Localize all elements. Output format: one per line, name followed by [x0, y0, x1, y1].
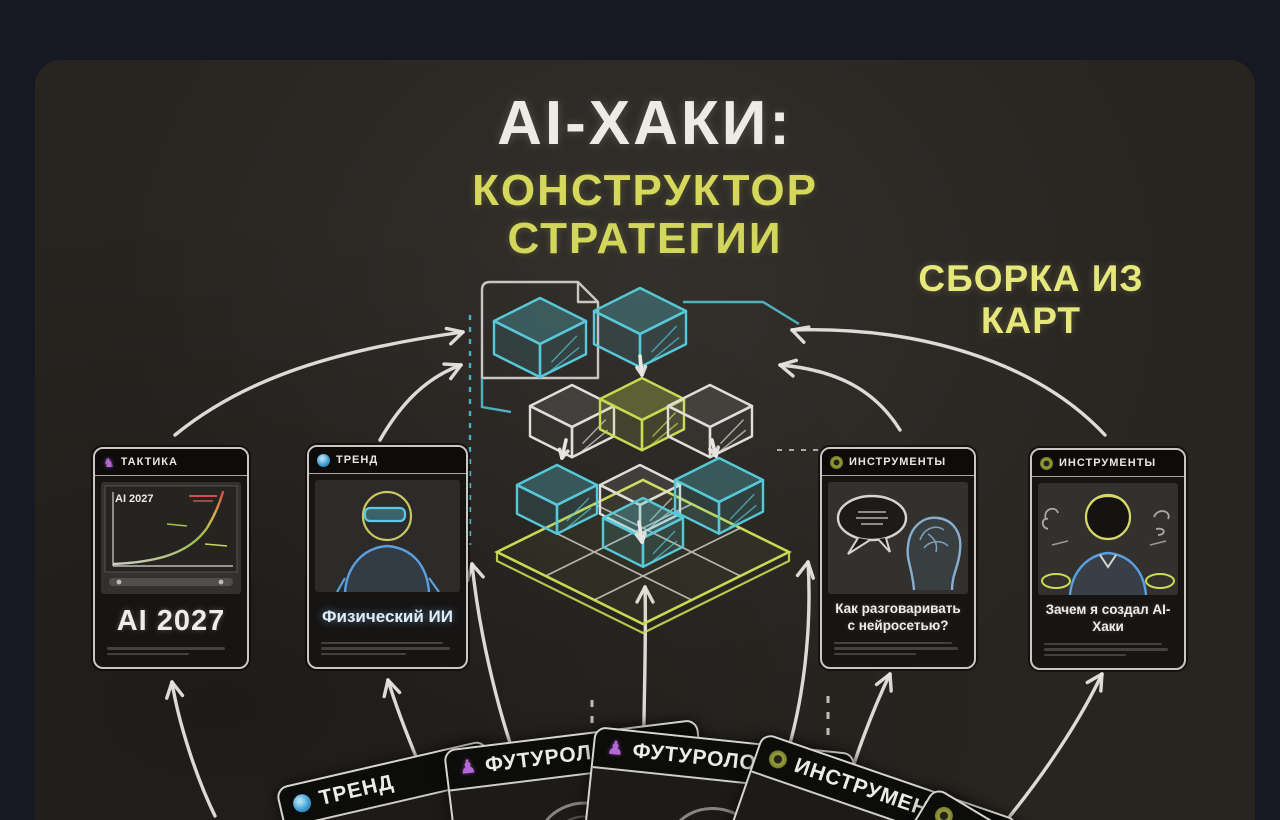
tools-icon: [766, 747, 790, 771]
card-talk-to-ai: ИНСТРУМЕНТЫ Как разговаривать с нейросет…: [820, 447, 976, 669]
card-title: Зачем я создал AI-Хаки: [1045, 602, 1171, 635]
chalkboard-poster: AI-ХАКИ: КОНСТРУКТОР СТРАТЕГИИ СБОРКА ИЗ…: [35, 60, 1255, 820]
tactics-icon: ♞: [103, 454, 115, 470]
card-chart-image: AI 2027: [101, 482, 241, 594]
poster-title-line2: КОНСТРУКТОР: [472, 166, 818, 215]
card-title: Как разговаривать с нейросетью?: [835, 601, 961, 634]
tools-icon: [1040, 456, 1053, 470]
card-physical-ai: ТРЕНД Физический ИИ: [307, 445, 468, 669]
card-header: ИНСТРУМЕНТЫ: [1032, 450, 1184, 477]
futurist-icon: ♟: [458, 756, 478, 780]
card-description-lines: [309, 637, 466, 668]
tools-icon: [931, 803, 957, 820]
vr-person-drawing: [336, 490, 440, 592]
card-category: ИНСТРУМЕНТЫ: [1059, 457, 1157, 469]
card-category: ТРЕНД: [336, 454, 379, 466]
growth-chart: AI 2027: [104, 485, 238, 586]
chart-label: AI 2027: [115, 493, 154, 505]
card-description-lines: [95, 642, 247, 667]
trend-icon: [317, 453, 330, 467]
card-description-lines: [1032, 638, 1184, 669]
poster-title: AI-ХАКИ:: [497, 89, 793, 158]
card-header: ♞ ТАКТИКА: [95, 449, 247, 476]
card-header: ИНСТРУМЕНТЫ: [822, 449, 974, 476]
card-dialog-image: [828, 482, 968, 594]
card-ai-2027: ♞ ТАКТИКА AI 2027: [93, 447, 249, 669]
fan-card-category: ТРЕНД: [316, 770, 397, 810]
trend-icon: [291, 792, 313, 815]
card-person-image: [315, 480, 460, 592]
card-category: ИНСТРУМЕНТЫ: [849, 456, 947, 468]
cube-assembly-diagram: [165, 280, 1107, 818]
poster-title-line3: СТРАТЕГИИ: [507, 214, 783, 263]
card-author-image: [1038, 483, 1178, 595]
card-header: ТРЕНД: [309, 447, 466, 474]
card-title: Физический ИИ: [322, 607, 453, 627]
card-title: AI 2027: [116, 604, 226, 637]
speech-and-brain-drawing: [836, 494, 962, 591]
card-category: ТАКТИКА: [120, 456, 178, 468]
assembly-caption: СБОРКА ИЗ КАРТ: [918, 258, 1144, 341]
author-portrait-drawing: [1041, 493, 1175, 595]
card-why-created: ИНСТРУМЕНТЫ Зачем я создал AI-Хаки: [1030, 448, 1186, 670]
futurist-icon: ♟: [605, 737, 625, 761]
tools-icon: [830, 455, 843, 469]
card-description-lines: [822, 637, 974, 668]
